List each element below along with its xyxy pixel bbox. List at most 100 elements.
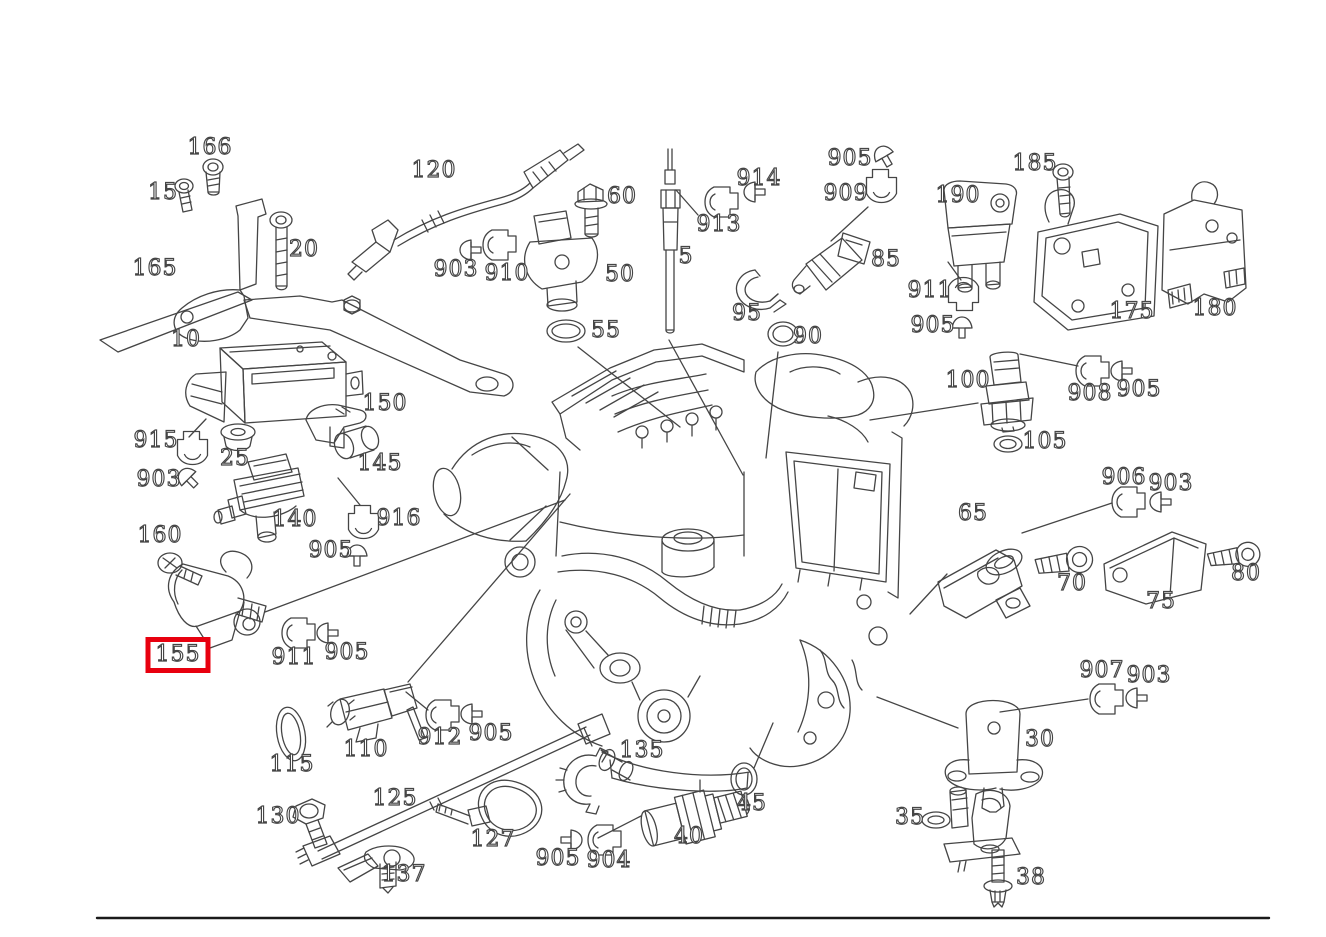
part-callout-110[interactable]: 110 <box>343 737 389 762</box>
part-callout-911-2[interactable]: 911 <box>271 645 317 670</box>
part-175-bracket[interactable] <box>1033 189 1159 331</box>
part-callout-130[interactable]: 130 <box>255 804 301 829</box>
part-callout-90[interactable]: 90 <box>792 324 823 349</box>
part-callout-905-7[interactable]: 905 <box>1116 377 1162 402</box>
part-5-glow-plug[interactable] <box>660 148 681 334</box>
part-70-bolt[interactable] <box>1034 545 1094 579</box>
part-callout-909[interactable]: 909 <box>823 181 869 206</box>
part-callout-75[interactable]: 75 <box>1145 589 1176 614</box>
part-callout-905-2[interactable]: 905 <box>910 313 956 338</box>
part-callout-905-4[interactable]: 905 <box>324 640 370 665</box>
part-callout-908[interactable]: 908 <box>1067 381 1113 406</box>
part-137-holder[interactable] <box>337 845 415 894</box>
part-callout-905-3[interactable]: 905 <box>308 538 354 563</box>
part-callout-916[interactable]: 916 <box>376 506 422 531</box>
part-callout-115[interactable]: 115 <box>269 752 315 777</box>
part-165-bracket[interactable] <box>99 198 514 397</box>
part-callout-35[interactable]: 35 <box>894 805 925 830</box>
part-105-seal-ring[interactable] <box>993 435 1023 453</box>
part-80-bolt[interactable] <box>1206 541 1262 572</box>
part-callout-25[interactable]: 25 <box>219 446 250 471</box>
part-callout-915[interactable]: 915 <box>133 428 179 453</box>
part-130-bolt[interactable] <box>292 798 328 849</box>
part-50-camshaft-sensor[interactable] <box>524 210 599 312</box>
part-30-bracket-detail[interactable] <box>943 786 1021 873</box>
part-callout-903-2[interactable]: 903 <box>136 467 182 492</box>
part-10-control-module[interactable] <box>185 341 364 424</box>
part-90-seal-ring[interactable] <box>767 321 799 347</box>
part-125-harness[interactable] <box>295 713 611 867</box>
part-callout-95[interactable]: 95 <box>731 301 762 326</box>
part-120-exhaust-temp-sensor[interactable] <box>347 143 585 281</box>
part-callout-60[interactable]: 60 <box>606 184 637 209</box>
part-callout-903-4[interactable]: 903 <box>1148 471 1194 496</box>
part-85-temperature-sensor[interactable] <box>791 232 871 295</box>
part-callout-120[interactable]: 120 <box>411 158 457 183</box>
part-callout-135[interactable]: 135 <box>619 738 665 763</box>
part-callout-15[interactable]: 15 <box>147 180 178 205</box>
part-callout-127[interactable]: 127 <box>470 827 516 852</box>
part-callout-70[interactable]: 70 <box>1056 571 1087 596</box>
part-callout-914[interactable]: 914 <box>736 166 782 191</box>
part-callout-38[interactable]: 38 <box>1015 865 1046 890</box>
part-callout-911[interactable]: 911 <box>907 278 953 303</box>
part-callout-80[interactable]: 80 <box>1230 561 1261 586</box>
part-callout-160[interactable]: 160 <box>137 523 183 548</box>
part-callout-50[interactable]: 50 <box>604 262 635 287</box>
part-callout-85[interactable]: 85 <box>870 247 901 272</box>
part-100-pressure-sensor[interactable] <box>980 351 1034 433</box>
part-callout-150[interactable]: 150 <box>362 391 408 416</box>
part-callout-165[interactable]: 165 <box>132 256 178 281</box>
part-150-bracket[interactable] <box>305 404 367 449</box>
part-callout-906[interactable]: 906 <box>1101 465 1147 490</box>
part-35-washer[interactable] <box>921 811 951 829</box>
part-140-valve[interactable] <box>213 453 305 543</box>
part-callout-175[interactable]: 175 <box>1109 299 1155 324</box>
part-15-screw[interactable] <box>174 178 194 213</box>
part-callout-913[interactable]: 913 <box>696 212 742 237</box>
part-30-vacuum-unit[interactable] <box>944 699 1044 813</box>
part-callout-912[interactable]: 912 <box>417 725 463 750</box>
part-callout-905-5[interactable]: 905 <box>468 721 514 746</box>
part-callout-20[interactable]: 20 <box>288 237 319 262</box>
part-60-bolt[interactable] <box>574 183 608 238</box>
part-callout-180[interactable]: 180 <box>1192 296 1238 321</box>
part-callout-166[interactable]: 166 <box>187 135 233 160</box>
part-callout-140[interactable]: 140 <box>272 507 318 532</box>
part-callout-100[interactable]: 100 <box>945 368 991 393</box>
part-190-control-unit[interactable] <box>943 180 1018 293</box>
part-callout-903-3[interactable]: 903 <box>1126 663 1172 688</box>
part-callout-185[interactable]: 185 <box>1012 151 1058 176</box>
part-135-hose-clamp[interactable] <box>555 747 636 815</box>
part-callout-155-selected[interactable]: 155 <box>145 637 211 673</box>
part-127-cable-tie[interactable] <box>435 779 543 837</box>
part-callout-10[interactable]: 10 <box>170 327 201 352</box>
part-180-bracket[interactable] <box>1161 181 1247 309</box>
part-55-seal-ring[interactable] <box>546 319 586 343</box>
part-callout-125[interactable]: 125 <box>372 786 418 811</box>
part-callout-40[interactable]: 40 <box>673 824 704 849</box>
part-callout-190[interactable]: 190 <box>935 183 981 208</box>
part-185-bolt[interactable] <box>1052 163 1074 218</box>
part-65-crankshaft-sensor[interactable] <box>937 544 1031 619</box>
part-callout-905-6[interactable]: 905 <box>535 846 581 871</box>
part-callout-907[interactable]: 907 <box>1079 658 1125 683</box>
part-callout-905[interactable]: 905 <box>827 146 873 171</box>
part-callout-65[interactable]: 65 <box>957 501 988 526</box>
part-160-screw[interactable] <box>157 552 203 586</box>
part-110-sensor[interactable] <box>326 683 426 743</box>
part-callout-910[interactable]: 910 <box>484 261 530 286</box>
part-callout-137[interactable]: 137 <box>381 862 427 887</box>
part-callout-904[interactable]: 904 <box>586 848 632 873</box>
part-callout-30[interactable]: 30 <box>1024 727 1055 752</box>
part-callout-5[interactable]: 5 <box>678 244 694 269</box>
part-callout-105[interactable]: 105 <box>1022 429 1068 454</box>
part-155-pressure-sensor[interactable] <box>167 550 267 649</box>
part-40-sensor[interactable] <box>637 780 755 853</box>
part-95-retaining-clip[interactable] <box>735 269 787 313</box>
part-callout-55[interactable]: 55 <box>590 318 621 343</box>
part-callout-145[interactable]: 145 <box>357 451 403 476</box>
part-115-seal-ring[interactable] <box>273 705 310 763</box>
part-38-bolt[interactable] <box>983 849 1013 908</box>
part-145-sleeve[interactable] <box>331 424 382 461</box>
